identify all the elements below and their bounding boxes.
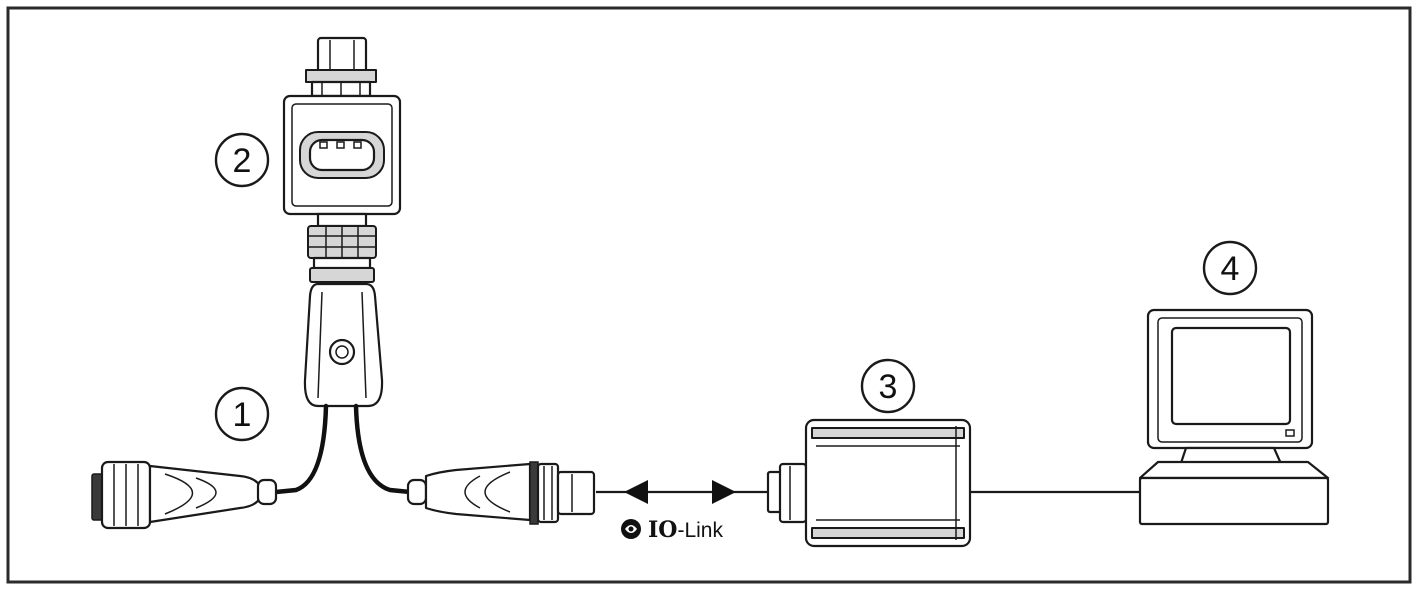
svg-text:2: 2 [233, 142, 252, 180]
io-link-master [766, 418, 972, 548]
arrow-left-icon [624, 480, 648, 504]
callout-1: 1 [214, 386, 270, 442]
left-connector [91, 460, 278, 530]
arrow-right-icon [712, 480, 736, 504]
sensor-device [282, 36, 402, 283]
io-link-label: IO-Link [648, 517, 723, 543]
right-connector [406, 461, 596, 525]
io-link-connection: IO-Link [596, 480, 768, 543]
svg-text:4: 4 [1221, 250, 1240, 288]
computer [1138, 308, 1330, 526]
callout-3: 3 [860, 358, 916, 414]
y-splitter-cable [91, 282, 596, 530]
callout-2: 2 [214, 132, 270, 188]
io-link-logo-icon [621, 519, 641, 539]
svg-text:1: 1 [233, 396, 252, 434]
svg-text:3: 3 [879, 368, 898, 406]
callout-4: 4 [1202, 240, 1258, 296]
